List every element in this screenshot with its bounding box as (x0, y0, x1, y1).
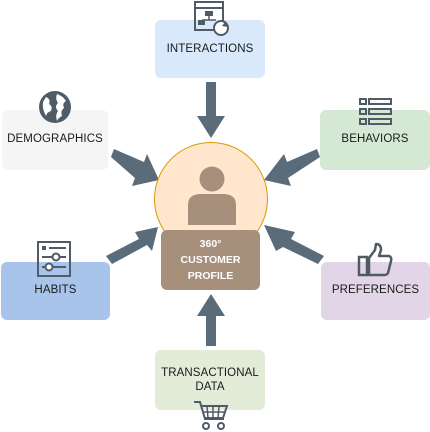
arrow-behaviors (264, 149, 320, 186)
arrow-preferences (264, 225, 324, 264)
flowchart-refresh-icon (194, 1, 229, 36)
profile-line3: PROFILE (187, 270, 234, 282)
transactional-data-node: TRANSACTIONAL DATA (155, 350, 265, 410)
demographics-label: DEMOGRAPHICS (7, 133, 103, 145)
arrow-transactional (197, 294, 225, 346)
transactional-label-line2: DATA (195, 381, 225, 393)
behaviors-label: BEHAVIORS (341, 133, 409, 145)
thumbs-up-icon (357, 242, 393, 277)
shopping-cart-icon (194, 401, 229, 430)
habits-label: HABITS (34, 284, 77, 296)
arrow-habits (106, 227, 158, 264)
habits-node: HABITS (1, 262, 110, 320)
preferences-label: PREFERENCES (331, 284, 420, 296)
globe-icon (39, 91, 71, 123)
person-icon (188, 166, 236, 225)
interactions-label: INTERACTIONS (166, 43, 254, 55)
profile-line2: CUSTOMER (180, 254, 241, 266)
list-icon (359, 98, 392, 125)
profile-line1: 360° (199, 238, 222, 250)
preferences-node: PREFERENCES (321, 262, 430, 320)
customer-profile-box: 360° CUSTOMER PROFILE (161, 230, 260, 290)
sliders-icon (37, 241, 71, 277)
transactional-label-line1: TRANSACTIONAL (161, 367, 259, 379)
arrow-demographics (111, 149, 159, 186)
arrow-interactions (197, 82, 225, 138)
behaviors-node: BEHAVIORS (320, 110, 430, 170)
